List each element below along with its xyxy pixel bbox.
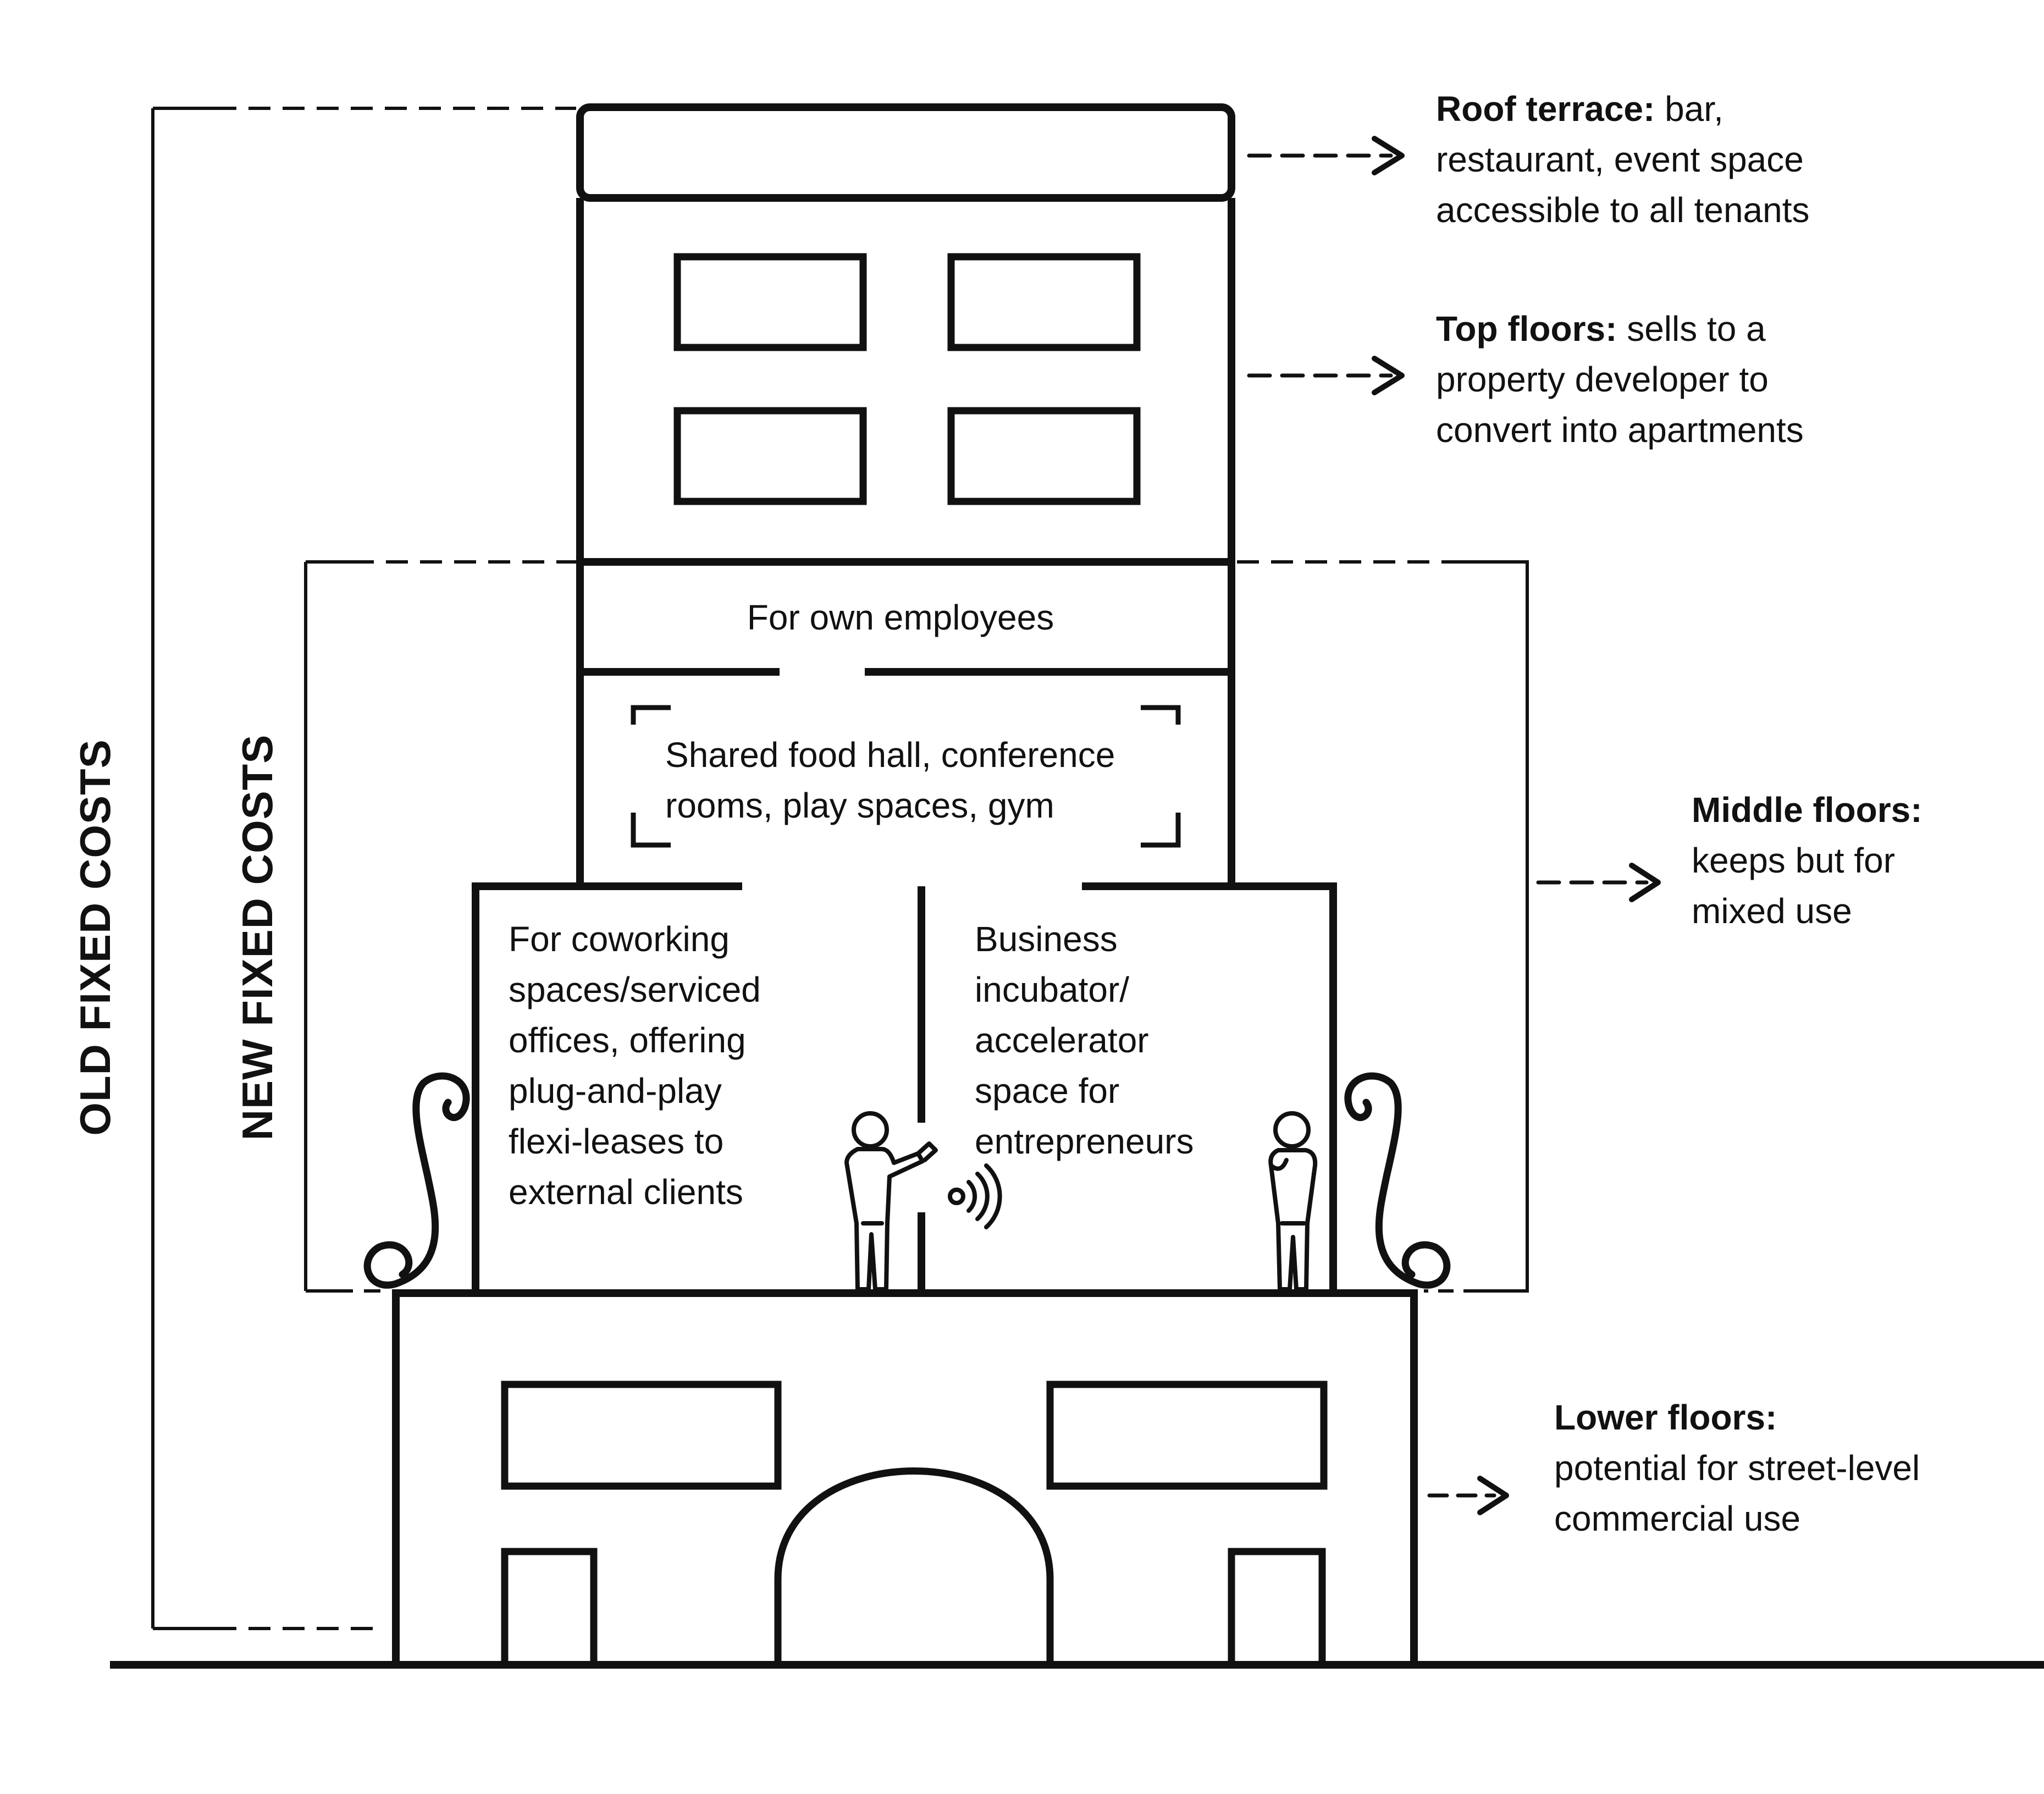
own-employees-label: For own employees <box>747 598 1054 637</box>
roof-callout-line-3: accessible to all tenants <box>1436 190 1810 230</box>
coworking-line-4: plug-and-play <box>509 1071 722 1111</box>
shared-spaces-label: Shared food hall, conference rooms, play… <box>665 735 1115 825</box>
wireless-signal-icon <box>948 1163 1002 1229</box>
top-window-3 <box>673 407 867 505</box>
roof-terrace-block <box>576 103 1235 202</box>
roof-callout-line-2: restaurant, event space <box>1436 140 1804 179</box>
shared-bracket-tr <box>1141 705 1181 725</box>
roof-callout-rest: bar, <box>1655 89 1723 129</box>
coworking-line-6: external clients <box>509 1172 743 1212</box>
door-right <box>1228 1548 1326 1665</box>
incubator-line-2: incubator/ <box>975 970 1129 1009</box>
top-callout-line-2: property developer to <box>1436 360 1769 399</box>
coworking-line-1: For coworking <box>509 919 730 959</box>
top-callout-line-3: convert into apartments <box>1436 410 1804 450</box>
middle-callout-line-2: keeps but for <box>1692 841 1895 880</box>
middle-floors-bracket <box>1462 560 1529 1293</box>
shared-line-1: Shared food hall, conference <box>665 735 1115 775</box>
arrow-top <box>1247 356 1405 395</box>
lower-callout-line-3: commercial use <box>1554 1499 1800 1538</box>
lower-window-left <box>501 1381 782 1490</box>
top-callout-rest: sells to a <box>1617 309 1766 349</box>
top-window-2 <box>947 253 1141 351</box>
middle-floors-callout: Middle floors: keeps but for mixed use <box>1692 790 1923 931</box>
shared-bracket-bl <box>631 813 671 848</box>
lower-floors-block <box>392 1289 1418 1665</box>
coworking-line-5: flexi-leases to <box>509 1122 723 1161</box>
mixed-use-floor-right <box>1082 882 1337 1293</box>
coworking-label: For coworking spaces/serviced offices, o… <box>509 919 761 1212</box>
top-floors-callout: Top floors: sells to a property develope… <box>1436 309 1804 450</box>
middle-callout-title: Middle floors: <box>1692 790 1923 830</box>
coworking-line-3: offices, offering <box>509 1020 746 1060</box>
arrow-roof <box>1247 136 1405 175</box>
roof-terrace-callout: Roof terrace: bar, restaurant, event spa… <box>1436 89 1810 230</box>
incubator-line-4: space for <box>975 1071 1119 1111</box>
top-window-4 <box>947 407 1141 505</box>
middle-callout-line-3: mixed use <box>1692 891 1852 931</box>
incubator-line-5: entrepreneurs <box>975 1122 1194 1161</box>
standing-person-icon <box>1268 1111 1318 1291</box>
shared-line-2: rooms, play spaces, gym <box>665 786 1054 825</box>
incubator-label: Business incubator/ accelerator space fo… <box>975 919 1194 1161</box>
top-callout-title: Top floors: <box>1436 309 1617 349</box>
roof-callout-title: Roof terrace: <box>1436 89 1655 129</box>
top-callout-line-1: Top floors: sells to a <box>1436 309 1766 349</box>
door-left <box>501 1548 598 1665</box>
scroll-ornament-left <box>363 1072 470 1289</box>
arrow-middle <box>1536 863 1661 902</box>
old-fixed-costs-label: OLD FIXED COSTS <box>71 739 119 1135</box>
coworking-line-2: spaces/serviced <box>509 970 761 1009</box>
shared-bracket-tl <box>631 705 671 725</box>
new-fixed-costs-label: NEW FIXED COSTS <box>233 735 281 1141</box>
lower-window-right <box>1046 1381 1328 1490</box>
arched-entrance <box>774 1467 1054 1665</box>
shared-bracket-br <box>1141 813 1181 848</box>
lower-callout-line-2: potential for street-level <box>1554 1448 1920 1488</box>
incubator-line-1: Business <box>975 919 1118 959</box>
top-window-1 <box>673 253 867 351</box>
scroll-ornament-right <box>1344 1072 1451 1289</box>
mixed-use-floor-left <box>472 882 742 1293</box>
top-floors-block <box>576 198 1235 566</box>
roof-callout-line-1: Roof terrace: bar, <box>1436 89 1723 129</box>
incubator-line-3: accelerator <box>975 1020 1149 1060</box>
lower-callout-title: Lower floors: <box>1554 1398 1777 1437</box>
lower-floors-callout: Lower floors: potential for street-level… <box>1554 1398 1920 1538</box>
arrow-lower <box>1427 1476 1509 1515</box>
